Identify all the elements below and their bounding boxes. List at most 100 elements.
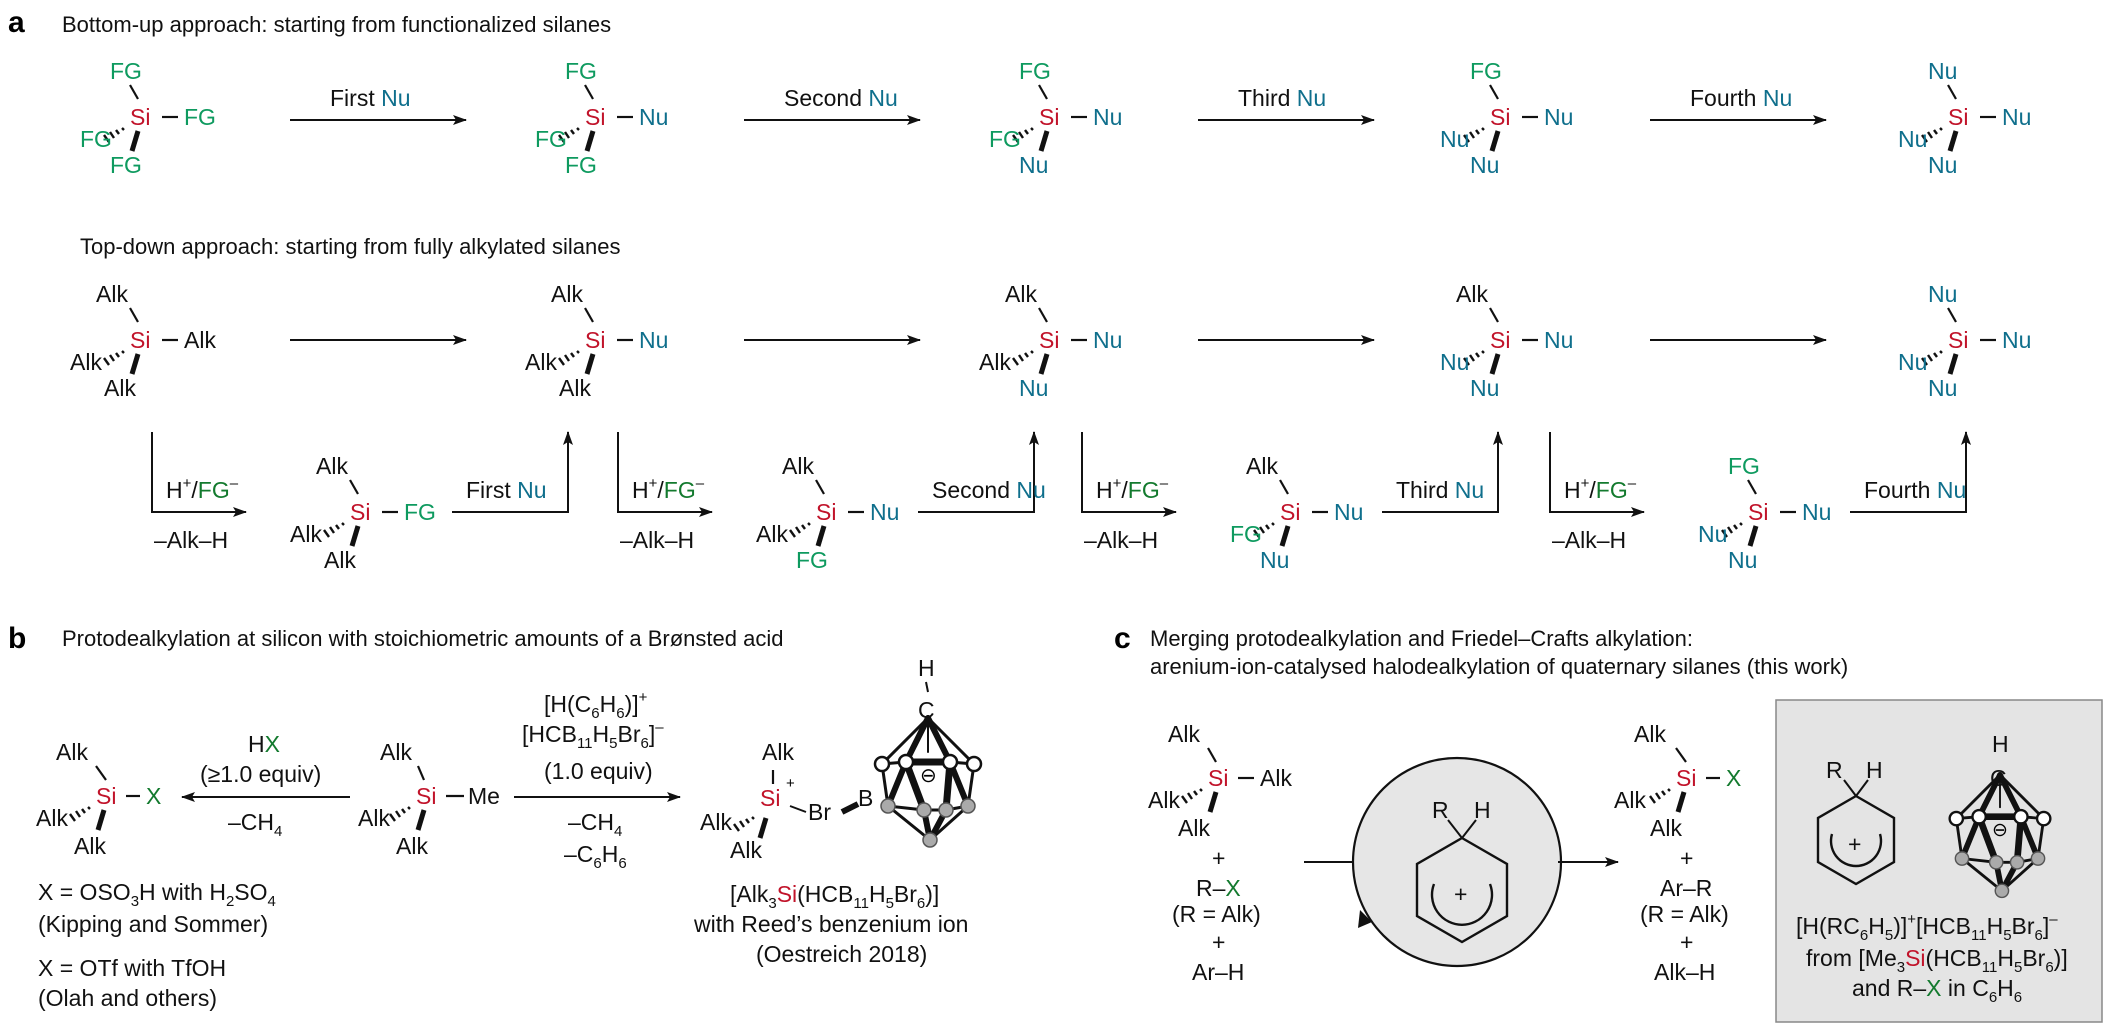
alkyl-halide-note: (R = Alk) [1172,901,1261,927]
atom-label: FG [989,126,1021,152]
atom-label: FG [565,58,597,84]
atom-label: Alk [756,521,788,547]
atom-label: Alk [290,521,322,547]
atom-label: Alk [1246,453,1278,479]
x-def-triflic-ref: (Olah and others) [38,985,217,1011]
svg-text:+: + [1454,881,1467,907]
catalytic-cycle: + R H [1304,756,1619,968]
atom-label: FG [1019,58,1051,84]
svg-text:Me: Me [468,783,500,809]
x-def-triflic: X = OTf with TfOH [38,955,226,981]
acid-label: H+/FG– [1564,475,1637,503]
silicon-atom: Si [1490,327,1510,353]
box-carborane: H C ⊖ [1950,731,2051,897]
atom-label: Nu [1928,58,1957,84]
silicon-atom: Si [130,327,150,353]
panel-c-label: c [1114,622,1131,655]
silicon-atom: Si [130,104,150,130]
alkane-byproduct: –Alk–H [620,527,694,553]
x-def-sulfuric-ref: (Kipping and Sommer) [38,911,268,937]
atom-label: Nu [1440,349,1469,375]
box-line2: from [Me3Si(HCB11H5Br6)] [1806,945,2068,976]
atom-label: Nu [1544,104,1573,130]
x-def-sulfuric: X = OSO3H with H2SO4 [38,879,276,910]
silicon-atom: Si [1039,327,1059,353]
atom-label: FG [535,126,567,152]
svg-text:H: H [918,655,935,681]
step-label: Second Nu [784,85,898,111]
top-down-title: Top-down approach: starting from fully a… [80,234,621,259]
silicon-atom: Si [1039,104,1059,130]
box-line3: and R–X in C6H6 [1852,975,2022,1006]
svg-text:H: H [1992,731,2009,757]
svg-text:⊖: ⊖ [920,765,937,787]
svg-text:Si: Si [416,783,436,809]
atom-label: Alk [1456,281,1488,307]
svg-text:Alk: Alk [396,833,428,859]
atom-label: Nu [870,499,899,525]
catalyst-box [1775,699,2103,1023]
step-label: Third Nu [1238,85,1326,111]
svg-text:Si: Si [1676,765,1696,791]
svg-text:C: C [918,697,935,723]
silicon-atom: Si [585,104,605,130]
svg-text:Alk: Alk [56,739,88,765]
atom-label: Nu [1440,126,1469,152]
atom-label: Alk [559,375,591,401]
oestreich-line2: with Reed’s benzenium ion [693,911,968,937]
minus-ch4: –CH4 [568,809,622,840]
silicon-atom: Si [1280,499,1300,525]
svg-text:+: + [786,775,795,792]
alkane-byproduct: –Alk–H [1552,527,1626,553]
oestreich-product: [Alk3Si(HCB11H5Br6)] [730,881,939,912]
atom-label: Alk [782,453,814,479]
atom-label: Nu [1928,152,1957,178]
svg-text:Si: Si [1208,765,1228,791]
atom-label: Nu [1928,375,1957,401]
atom-label: Alk [525,349,557,375]
atom-label: Alk [184,327,216,353]
minus-c6h6: –C6H6 [564,841,627,872]
substrate-plus-2: + [1212,929,1225,955]
nucleophile-label: Second Nu [932,477,1046,503]
atom-label: Nu [1802,499,1831,525]
atom-label: FG [110,58,142,84]
svg-text:R: R [1432,797,1449,823]
panel-b-title: Protodealkylation at silicon with stoich… [62,626,783,651]
substrate-plus-1: + [1212,845,1225,871]
panel-c-title-line1: Merging protodealkylation and Friedel–Cr… [1150,626,1693,651]
atom-label: FG [404,499,436,525]
atom-label: Nu [1019,152,1048,178]
svg-text:Alk: Alk [1614,787,1646,813]
atom-label: Alk [316,453,348,479]
hx-equiv: (≥1.0 equiv) [200,761,321,787]
nucleophile-arrow [1382,431,1503,513]
svg-text:Alk: Alk [1650,815,1682,841]
atom-label: FG [110,152,142,178]
atom-label: Nu [2002,104,2031,130]
acid-arrow [617,432,713,517]
svg-text:⊖: ⊖ [1992,820,2008,841]
svg-text:Alk: Alk [358,805,390,831]
nucleophile-arrow [1850,431,1971,513]
silicon-atom: Si [350,499,370,525]
atom-label: Alk [104,375,136,401]
atom-label: Nu [1928,281,1957,307]
svg-text:Alk: Alk [1634,721,1666,747]
atom-label: Alk [1005,281,1037,307]
silicon-atom: Si [1490,104,1510,130]
box-arenium: + R H [1816,757,1896,886]
alk3-si-me: Alk Si Me Alk Alk [358,739,500,859]
atom-label: Nu [1898,349,1927,375]
alkyl-halide: R–X [1196,875,1241,901]
silicon-atom: Si [816,499,836,525]
